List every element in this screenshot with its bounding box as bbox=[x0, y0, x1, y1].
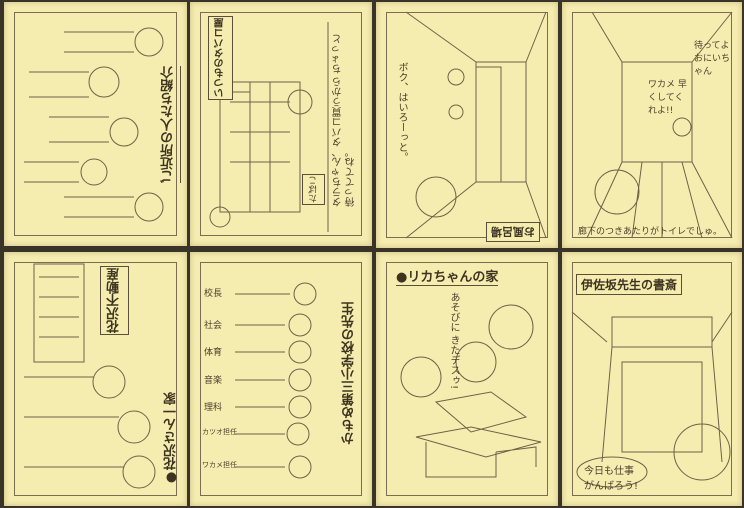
speech-bubble-wakame: ワカメ 早くしてくれよ!! bbox=[648, 80, 687, 116]
teacher-label: 音楽 bbox=[204, 376, 223, 386]
card-neighbors: ご近所の人たち紹介 bbox=[4, 2, 187, 246]
hallway-illustration bbox=[586, 11, 733, 239]
card-title: ●リカちゃんの家 bbox=[396, 266, 499, 286]
card-title: ご近所の人たち紹介 bbox=[159, 66, 181, 183]
teachers-illustration bbox=[235, 282, 317, 479]
card-title: ●花沢さん一家 bbox=[164, 392, 179, 485]
card-isasaka-study: 伊佐坂先生の書斎 今日も仕事 がんばろう! bbox=[562, 252, 742, 506]
speech-bubble: タラちゃん、タバコ買うから ちょっと 待っててね。 bbox=[333, 33, 357, 207]
teacher-label: ワカメ担任 bbox=[202, 461, 237, 469]
neighbors-illustration bbox=[24, 27, 164, 222]
card-title: いつものタバコ屋 bbox=[208, 16, 233, 100]
card-title: 伊佐坂先生の書斎 bbox=[576, 274, 683, 295]
speech-bubble: ボク、はいろーっと。 bbox=[396, 62, 407, 162]
card-frame bbox=[386, 12, 548, 238]
bathroom-illustration bbox=[405, 11, 547, 239]
teacher-label: 校長 bbox=[204, 289, 223, 299]
teacher-label: 理科 bbox=[204, 403, 223, 413]
card-bathroom: お風呂場 ボク、はいろーっと。 bbox=[376, 2, 558, 248]
card-hallway: 待ってよ おにいちゃん ワカメ 早くしてくれよ!! 廊下のつきあたりがトイレでし… bbox=[562, 2, 742, 248]
card-caption: 廊下のつきあたりがトイレでしゅ。 bbox=[578, 227, 723, 237]
card-frame bbox=[572, 12, 732, 238]
card-title: お風呂場 bbox=[486, 222, 540, 242]
card-frame bbox=[14, 262, 177, 496]
card-frame bbox=[572, 262, 732, 496]
hanazawa-illustration bbox=[24, 263, 156, 489]
teacher-label: 社会 bbox=[204, 321, 223, 331]
teacher-label: カツオ担任 bbox=[202, 428, 237, 436]
card-teachers: かもめ第三小学校の先生 校長 社会 体育 音楽 理科 カツオ担任 ワカメ担任 bbox=[190, 252, 372, 506]
speech-bubble: あそびに きたデスゥ! bbox=[448, 292, 459, 390]
speech-bubble: 今日も仕事 がんばろう! bbox=[584, 466, 639, 492]
card-frame bbox=[386, 262, 548, 496]
card-hanazawa-family: 花沢不動産 ●花沢さん一家 bbox=[4, 252, 187, 506]
store-sign: 花沢不動産 bbox=[100, 266, 129, 335]
card-title: かもめ第三小学校の先生 bbox=[342, 302, 357, 445]
speech-bubble-wait: 待ってよ おにいちゃん bbox=[694, 41, 731, 77]
card-rika-house: ●リカちゃんの家 あそびに きたデスゥ! bbox=[376, 252, 558, 506]
card-frame bbox=[14, 12, 177, 236]
shop-sign: たばこ bbox=[302, 174, 325, 205]
card-frame bbox=[200, 12, 362, 236]
rika-house-illustration bbox=[400, 304, 542, 478]
teacher-label: 体育 bbox=[204, 348, 223, 358]
study-illustration bbox=[571, 311, 733, 488]
card-frame bbox=[200, 262, 362, 496]
card-tobacco-shop: いつものタバコ屋 タラちゃん、タバコ買うから ちょっと 待っててね。 たばこ bbox=[190, 2, 372, 246]
